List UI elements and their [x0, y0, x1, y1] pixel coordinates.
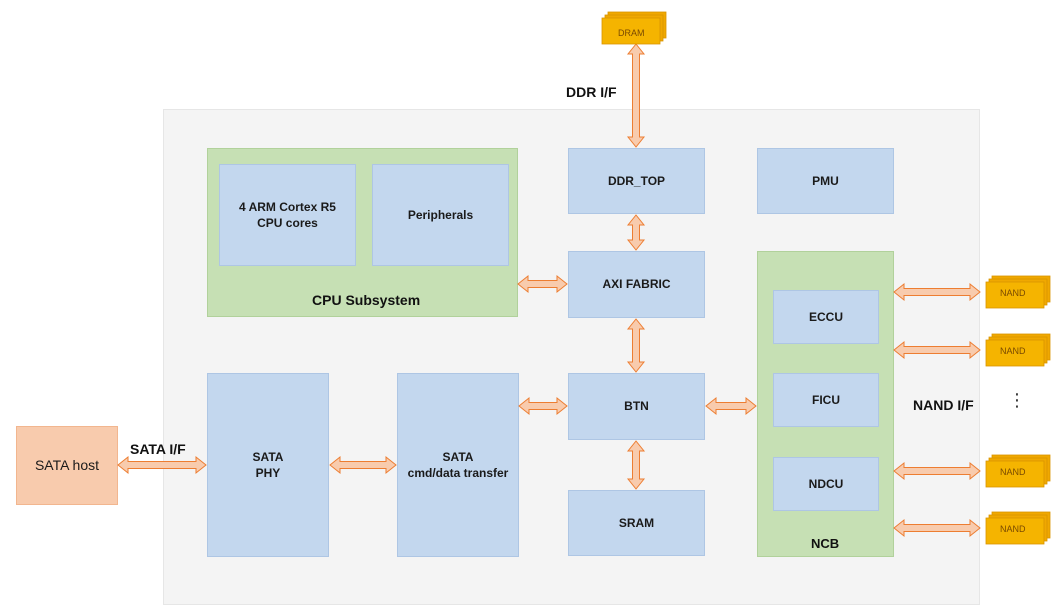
- pmu-block: PMU: [757, 148, 894, 214]
- axi-fabric-block: AXI FABRIC: [568, 251, 705, 318]
- cpu-cores-block: 4 ARM Cortex R5 CPU cores: [219, 164, 356, 266]
- ncb-label: NCB: [811, 536, 840, 551]
- sata-host-phy-arrow: [117, 455, 207, 475]
- ndcu-block: NDCU: [773, 457, 879, 511]
- ddr-interface-label: DDR I/F: [566, 84, 617, 100]
- btn-sram-arrow: [626, 440, 646, 490]
- sata-phy-cmd-arrow: [329, 455, 397, 475]
- btn-ncb-arrow: [705, 396, 757, 416]
- peripherals-block: Peripherals: [372, 164, 509, 266]
- eccu-block: ECCU: [773, 290, 879, 344]
- nand-label-4: NAND: [1000, 524, 1026, 534]
- cpu-axi-arrow: [517, 274, 568, 294]
- ddr-arrow: [626, 43, 646, 148]
- nand-label-1: NAND: [1000, 288, 1026, 298]
- ncb-nand-arrow-3: [893, 461, 981, 481]
- nand-chip-1: [985, 275, 1051, 309]
- sata-host-block: SATA host: [16, 426, 118, 505]
- sata-cmd-btn-arrow: [518, 396, 568, 416]
- sata-cmd-transfer-block: SATA cmd/data transfer: [397, 373, 519, 557]
- ncb-nand-arrow-1: [893, 282, 981, 302]
- nand-chip-3: [985, 454, 1051, 488]
- nand-interface-label: NAND I/F: [913, 397, 974, 413]
- ncb-nand-arrow-2: [893, 340, 981, 360]
- sata-phy-block: SATA PHY: [207, 373, 329, 557]
- nand-ellipsis: ⋮: [1008, 390, 1026, 410]
- ddr-top-axi-arrow: [626, 214, 646, 251]
- ficu-block: FICU: [773, 373, 879, 427]
- ncb-nand-arrow-4: [893, 518, 981, 538]
- sata-interface-label: SATA I/F: [130, 441, 186, 457]
- btn-block: BTN: [568, 373, 705, 440]
- dram-label: DRAM: [618, 28, 645, 38]
- nand-chip-4: [985, 511, 1051, 545]
- cpu-subsystem-label: CPU Subsystem: [312, 292, 421, 308]
- nand-label-3: NAND: [1000, 467, 1026, 477]
- dram-chip: [601, 11, 667, 45]
- ddr-top-block: DDR_TOP: [568, 148, 705, 214]
- axi-btn-arrow: [626, 318, 646, 373]
- sram-block: SRAM: [568, 490, 705, 556]
- nand-chip-2: [985, 333, 1051, 367]
- nand-label-2: NAND: [1000, 346, 1026, 356]
